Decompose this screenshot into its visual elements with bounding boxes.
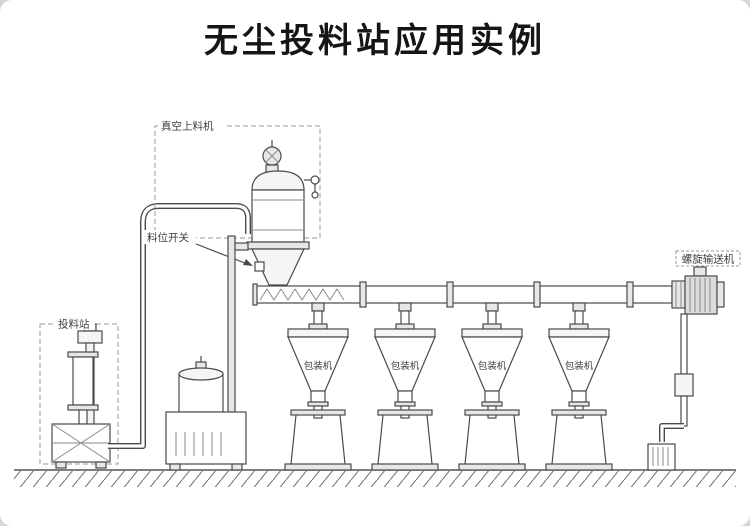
pipe-flange <box>446 281 454 308</box>
vessel-cone <box>251 248 305 286</box>
collection-bucket <box>647 443 676 471</box>
feed-station: 投料站 <box>39 317 119 469</box>
conveyor-motor <box>671 266 725 315</box>
feed-station-cylinder <box>72 356 94 406</box>
stand-top <box>551 409 607 416</box>
motor-terminal-box <box>693 266 707 277</box>
pipe-flange <box>359 281 367 308</box>
feed-station-boundary <box>39 323 119 465</box>
packing-machine-4: 包装机 <box>545 302 613 471</box>
packer-label: 包装机 <box>391 360 420 372</box>
vessel-body <box>251 189 305 243</box>
feed-station-bin <box>51 423 111 469</box>
ground-hatch <box>14 471 736 487</box>
packer-label: 包装机 <box>478 360 507 372</box>
stand-base <box>458 463 526 471</box>
page-title: 无尘投料站应用实例 <box>204 22 546 60</box>
hopper-rim <box>287 328 349 338</box>
level-switch-label: 料位开关 <box>147 231 189 244</box>
vacuum-feeder-vessel <box>246 140 320 286</box>
pipe-flange <box>626 281 634 308</box>
hopper-rim <box>461 328 523 338</box>
level-switch-sensor <box>254 261 265 272</box>
screw-conveyor: 螺旋输送机 <box>252 250 741 315</box>
stand-base <box>371 463 439 471</box>
hopper-rim <box>374 328 436 338</box>
pipe-flange <box>533 281 541 308</box>
vessel-clamp-ring <box>246 241 310 250</box>
packing-machine-2: 包装机 <box>371 302 439 471</box>
feed-station-label: 投料站 <box>58 318 90 331</box>
discharge-line <box>647 313 694 471</box>
stand-top <box>290 409 346 416</box>
stand-base <box>545 463 613 471</box>
vessel-dome <box>251 170 305 191</box>
support-column <box>227 235 236 413</box>
motor-coupling <box>671 280 686 309</box>
feeder-stand-and-cabinet <box>165 235 249 471</box>
vacuum-feeder: 真空上料机 <box>154 119 321 286</box>
discharge-valve <box>674 373 694 397</box>
screw-conveyor-label: 螺旋输送机 <box>682 253 735 266</box>
vessel-valve-fitting <box>310 175 320 185</box>
screw-conveyor-label-box <box>675 250 741 267</box>
packing-machine-3: 包装机 <box>458 302 526 471</box>
vacuum-feeder-boundary <box>154 125 321 239</box>
packer-label: 包装机 <box>565 360 594 372</box>
suction-pipe <box>108 203 251 449</box>
hopper-rim <box>548 328 610 338</box>
ground-line <box>14 469 736 487</box>
screw-flight <box>259 288 345 301</box>
vacuum-feeder-label: 真空上料机 <box>161 120 214 133</box>
leader-arrowhead <box>243 259 253 266</box>
packing-machine-1: 包装机 <box>284 302 352 471</box>
level-switch-callout: 料位开关 <box>144 230 253 266</box>
stand-top <box>464 409 520 416</box>
control-cabinet <box>165 411 247 465</box>
stand-base <box>284 463 352 471</box>
stand-top <box>377 409 433 416</box>
feed-station-motor <box>77 330 103 344</box>
packer-label: 包装机 <box>304 360 333 372</box>
conveyor-pipe <box>255 285 673 304</box>
